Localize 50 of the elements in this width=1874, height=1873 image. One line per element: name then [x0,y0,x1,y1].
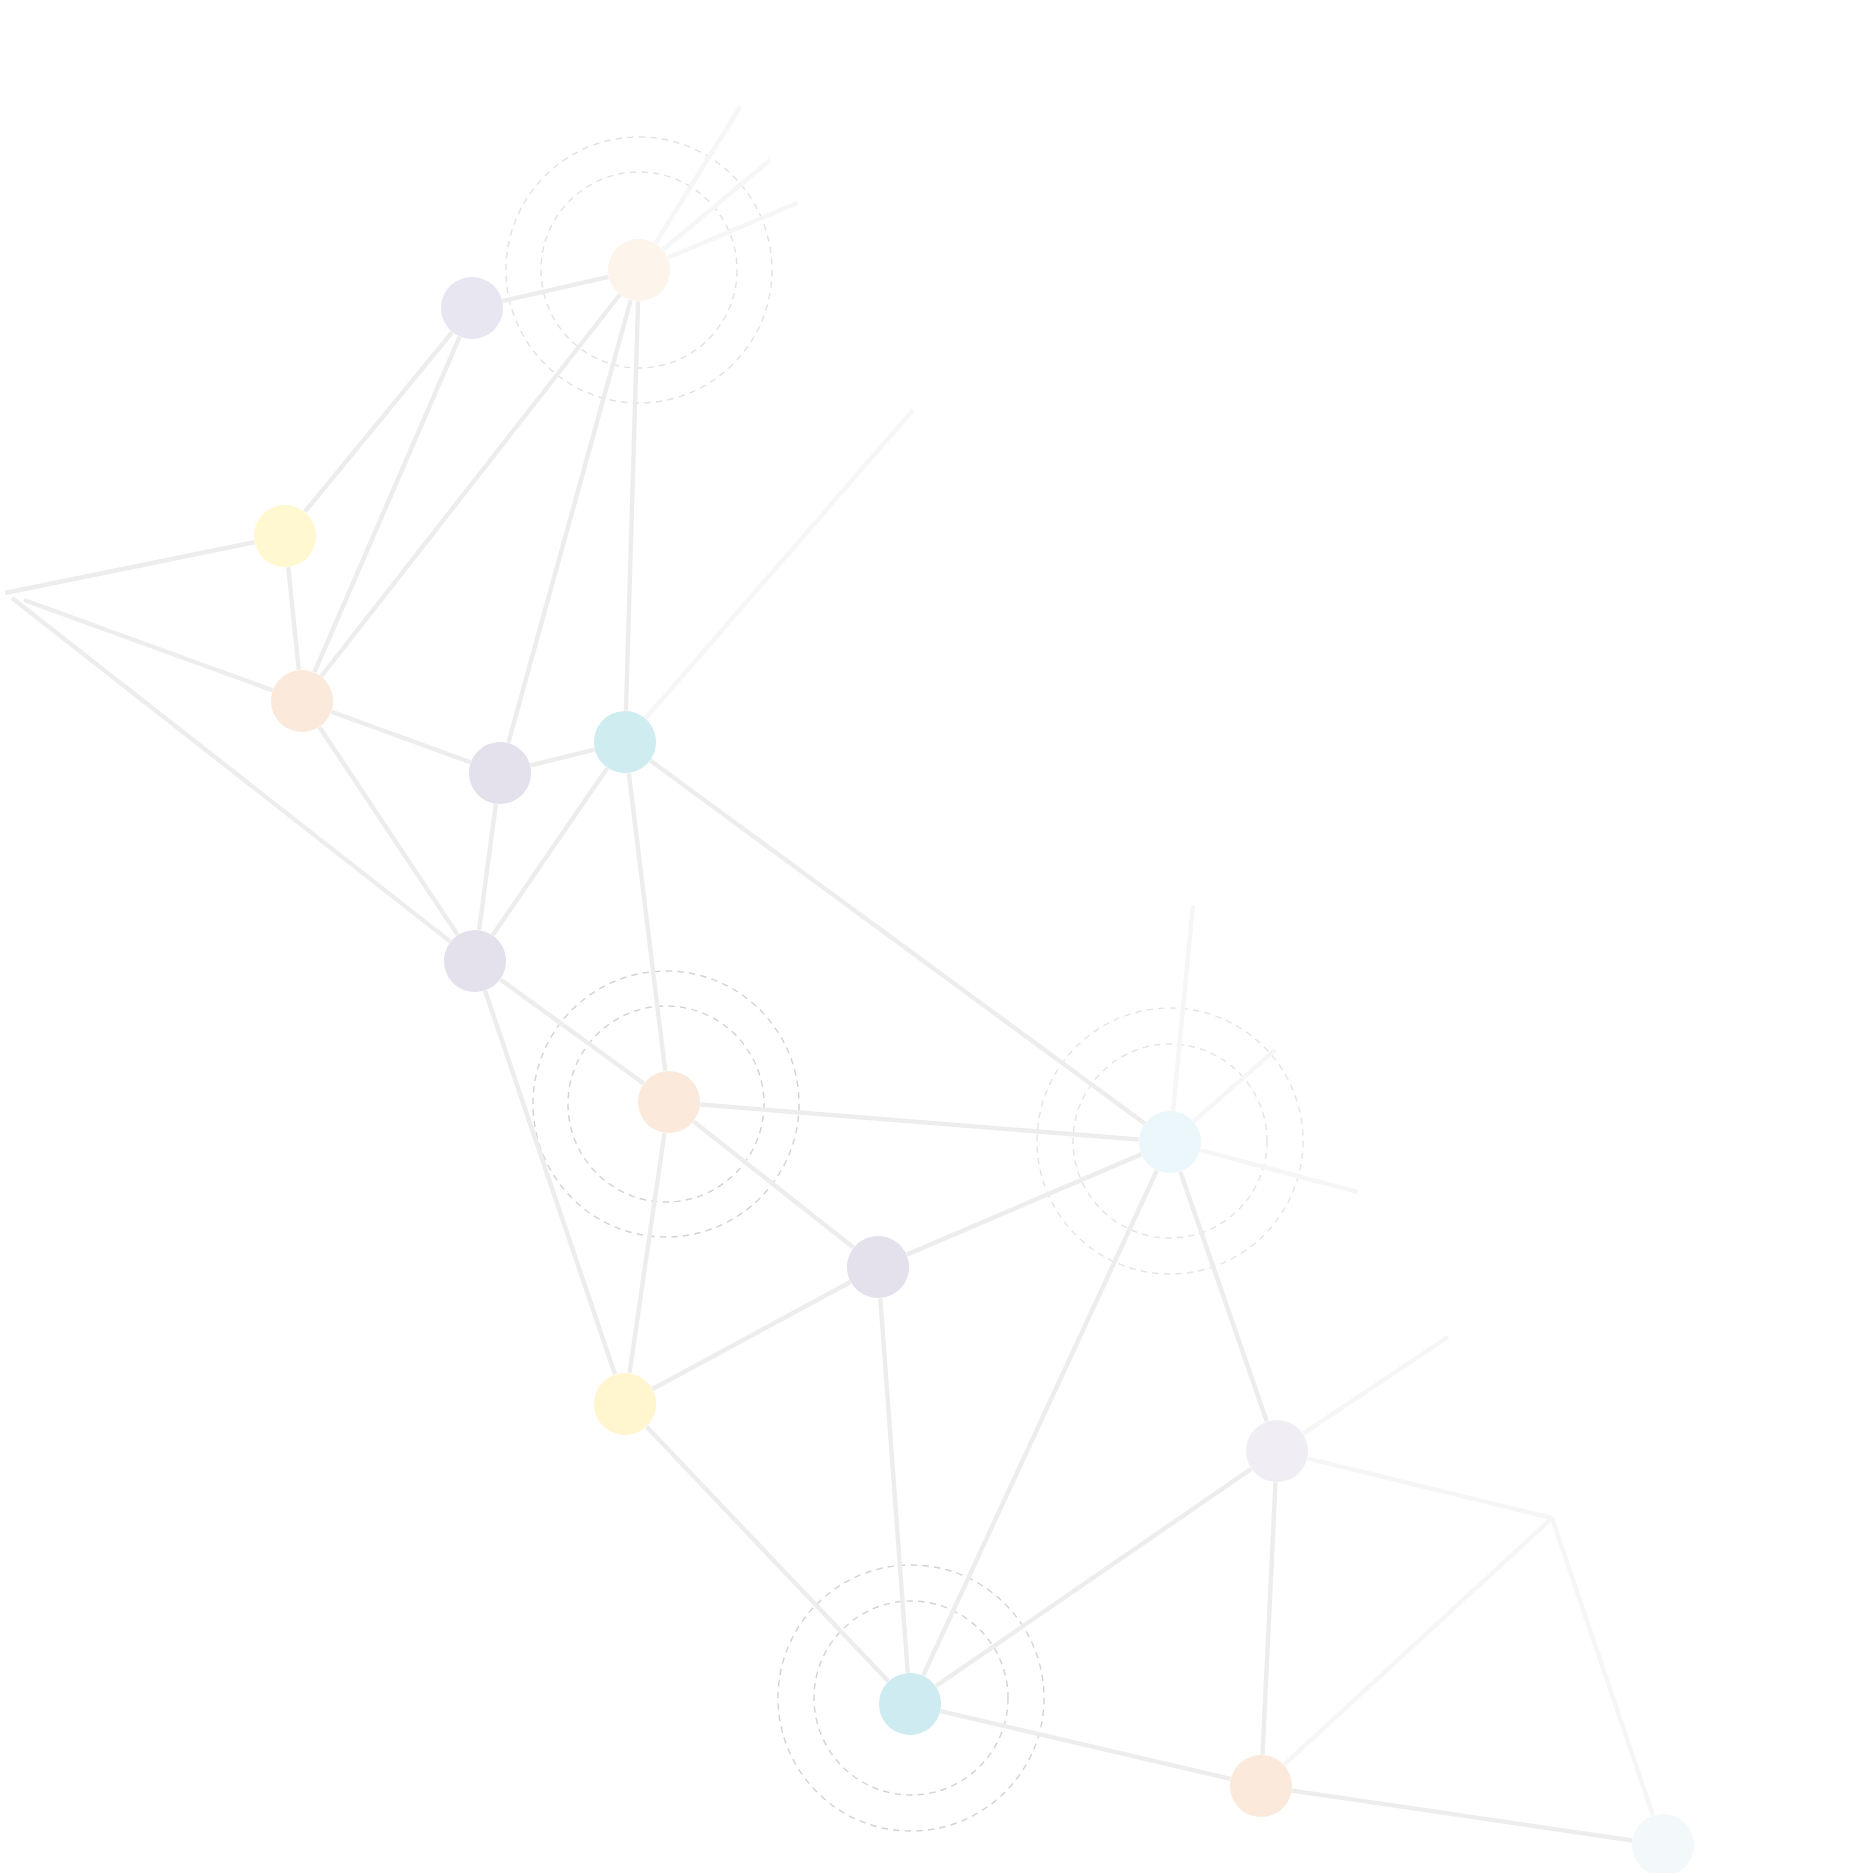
connector-line [490,766,610,937]
connector-line [499,977,645,1086]
network-node [469,742,531,804]
connector-line [483,990,618,1375]
network-node [444,930,506,992]
connector-line [1170,904,1196,1111]
connector-line [23,597,274,693]
connector-line [529,747,596,768]
connector-line [643,408,915,720]
connector-line [4,540,255,596]
network-node [271,670,333,732]
network-node [441,277,503,339]
connector-line [627,1132,667,1374]
network-node [847,1236,909,1298]
connector-line [286,567,301,670]
connector-line [667,200,798,260]
connector-line [1260,1482,1278,1755]
connector-line [940,1709,1231,1781]
connector-line [303,330,454,514]
network-node [594,1373,656,1435]
connector-line [10,596,452,944]
network-node [594,711,656,773]
connector-line [317,725,460,937]
network-node [638,1071,700,1133]
connector-line [506,299,633,744]
connector-line [330,709,472,765]
connector-line [645,1425,890,1683]
connector-line [1178,1170,1269,1423]
connector-line [1192,1048,1277,1123]
connector-line [623,301,641,711]
connector-line [878,1298,910,1673]
connector-line [692,1119,855,1250]
connector-line [651,1280,852,1391]
connector-line [312,335,462,674]
network-node [879,1673,941,1735]
connector-line [653,105,742,245]
network-node [254,505,316,567]
connector-line [626,772,668,1072]
connector-line [649,758,1146,1126]
connector-line [1291,1788,1633,1843]
connector-line [700,1102,1139,1142]
connector-line [319,293,622,678]
connector-line [1199,1147,1359,1195]
connector-line [906,1152,1142,1257]
connector-line [502,274,609,304]
network-node [1230,1755,1292,1817]
connector-line [476,803,499,931]
connector-line [934,1467,1253,1688]
connector-line [921,1169,1159,1677]
connector-line [661,158,772,252]
